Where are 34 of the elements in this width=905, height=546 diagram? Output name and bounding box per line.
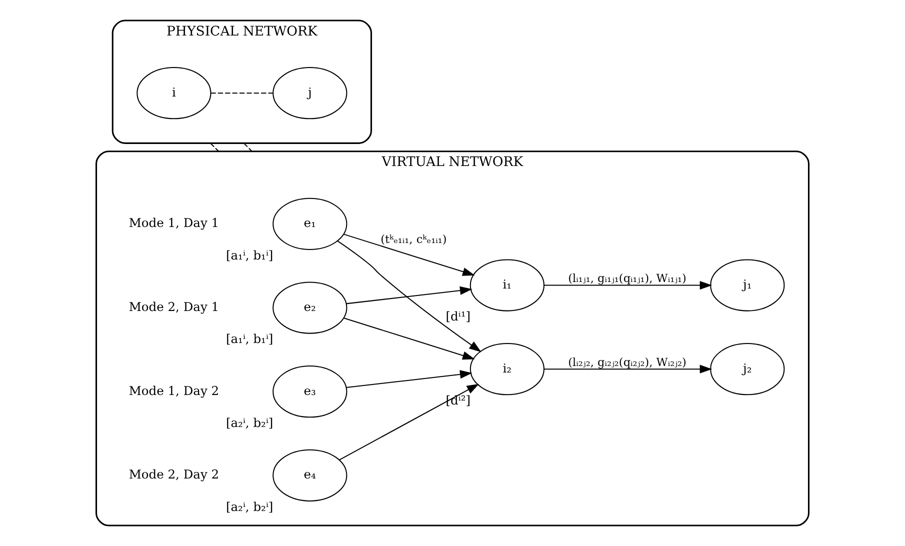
node-label: [a₂ⁱ, b₂ⁱ] bbox=[226, 500, 274, 514]
node-ellipse: j₂ bbox=[710, 343, 785, 396]
edge-label: (tᵏₑ₁ᵢ₁, cᵏₑ₁ᵢ₁) bbox=[380, 233, 447, 246]
node-label: Mode 2, Day 1 bbox=[128, 300, 220, 314]
node-label: [a₂ⁱ, b₂ⁱ] bbox=[226, 416, 274, 430]
node-label: Mode 1, Day 2 bbox=[128, 384, 220, 398]
arrow bbox=[346, 370, 472, 388]
arrow bbox=[544, 364, 712, 374]
connector bbox=[210, 142, 220, 152]
node-ellipse: e₁ bbox=[272, 198, 348, 250]
node-ellipse: i bbox=[136, 67, 212, 120]
node-ellipse: j bbox=[272, 67, 348, 120]
edge-label: (lᵢ₂ⱼ₂, gᵢ₂ⱼ₂(qᵢ₂ⱼ₂), Wᵢ₂ⱼ₂) bbox=[568, 356, 686, 369]
node-ellipse: j₁ bbox=[710, 259, 785, 312]
node-ellipse: i₁ bbox=[470, 259, 544, 312]
node-label: Mode 2, Day 2 bbox=[128, 468, 220, 482]
node-ellipse: e₂ bbox=[272, 282, 348, 334]
connector bbox=[210, 92, 273, 94]
node-label: [dⁱ²] bbox=[446, 393, 471, 408]
node-label: [a₁ⁱ, b₁ⁱ] bbox=[226, 248, 274, 262]
node-ellipse: e₃ bbox=[272, 366, 348, 418]
node-label: Mode 1, Day 1 bbox=[128, 216, 220, 230]
node-ellipse: i₂ bbox=[470, 343, 544, 396]
arrow bbox=[337, 240, 482, 352]
arrow bbox=[339, 384, 480, 460]
node-ellipse: e₄ bbox=[272, 449, 348, 502]
arrow bbox=[343, 318, 475, 360]
connector bbox=[243, 142, 252, 152]
edge-label: (lᵢ₁ⱼ₁, gᵢ₁ⱼ₁(qᵢ₁ⱼ₁), Wᵢ₁ⱼ₁) bbox=[568, 272, 686, 285]
arrow bbox=[544, 280, 712, 290]
arrow bbox=[343, 234, 475, 276]
node-label: [a₁ⁱ, b₁ⁱ] bbox=[226, 332, 274, 346]
arrow bbox=[346, 286, 472, 304]
node-label: [dⁱ¹] bbox=[446, 310, 471, 324]
